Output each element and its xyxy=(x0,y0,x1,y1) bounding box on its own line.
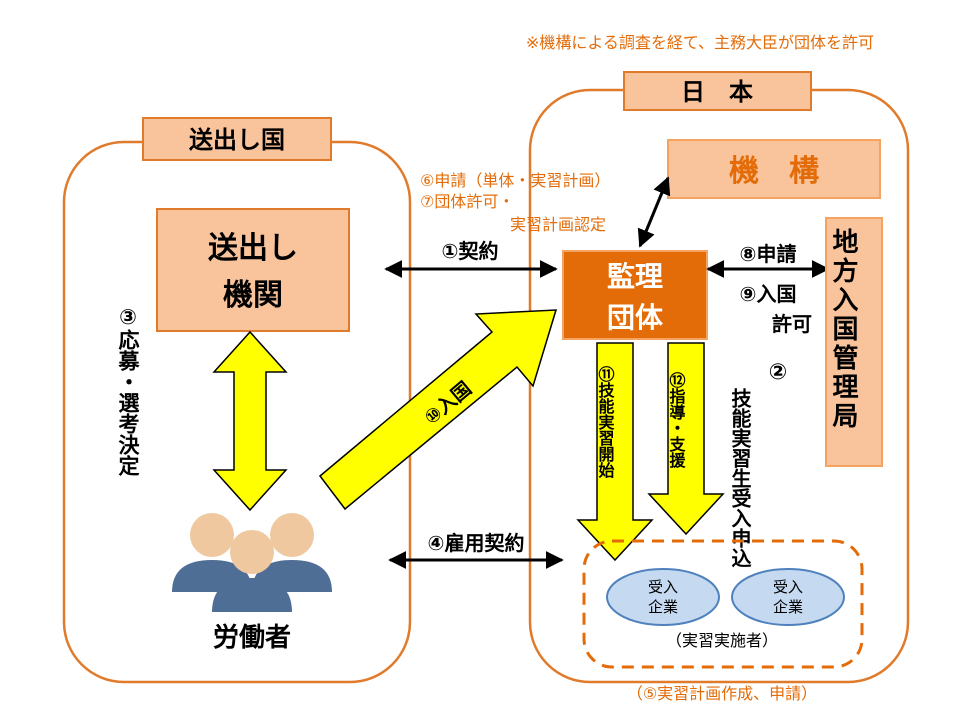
kiko-box xyxy=(667,139,881,199)
step11-label: ⑪技能実習開始 xyxy=(596,365,615,479)
company-2-line1: 受入 xyxy=(773,578,803,596)
kiko-label: 機 構 xyxy=(729,154,819,189)
people-group-icon xyxy=(172,513,332,612)
company-2-line2: 企業 xyxy=(773,598,803,616)
chiho-label: 地方入国管理局 xyxy=(828,228,858,431)
guidance-arrow xyxy=(647,342,725,536)
sending-country-label-box xyxy=(142,117,332,161)
step8-label: ⑧申請 xyxy=(740,242,797,266)
company-1 xyxy=(606,568,720,626)
step12-label: ⑫指導・支援 xyxy=(667,371,687,469)
step4-label: ④雇用契約 xyxy=(428,531,525,555)
japan-label-box xyxy=(623,71,812,111)
company-1-line2: 企業 xyxy=(648,598,678,616)
step9a-label: ⑨入国 xyxy=(740,282,797,306)
kanri-dantai-line1: 監理 xyxy=(607,260,663,293)
step2-text: 技能実習生受入申込 xyxy=(728,387,752,568)
step7b-label: 実習計画認定 xyxy=(510,215,606,234)
step6-label: ⑥申請（単体・実習計画） xyxy=(420,171,610,190)
sending-agency-line1: 送出し xyxy=(208,231,298,266)
note-text: ※機構による調査を経て、主務大臣が団体を許可 xyxy=(526,33,874,52)
company-2 xyxy=(731,568,845,626)
kiko-kanri-arrow xyxy=(637,176,671,248)
training-start-arrow xyxy=(576,342,654,562)
company-1-line1: 受入 xyxy=(648,578,678,596)
step5-label: （⑤実習計画作成、申請） xyxy=(627,684,817,703)
entry-arrow xyxy=(318,309,558,511)
workers-label: 労働者 xyxy=(213,623,291,653)
kanri-dantai-box xyxy=(562,250,708,340)
kanri-dantai-line2: 団体 xyxy=(607,301,664,334)
company-group-box xyxy=(582,539,864,669)
agency-worker-double-arrow xyxy=(212,330,288,512)
sending-country-label: 送出し国 xyxy=(189,126,285,154)
sending-agency-box xyxy=(156,208,350,332)
step2-num: ② xyxy=(769,360,788,385)
sending-agency-line2: 機関 xyxy=(223,278,283,313)
japan-label: 日 本 xyxy=(681,78,753,106)
step9b-label: 許可 xyxy=(772,312,812,336)
step1-label: ①契約 xyxy=(442,239,499,263)
step7a-label: ⑦団体許可・ xyxy=(420,192,514,211)
companies-caption: （実習実施者） xyxy=(666,631,778,650)
chiho-box xyxy=(825,217,883,467)
step3-label: ③応募・選考決定 xyxy=(116,305,141,477)
